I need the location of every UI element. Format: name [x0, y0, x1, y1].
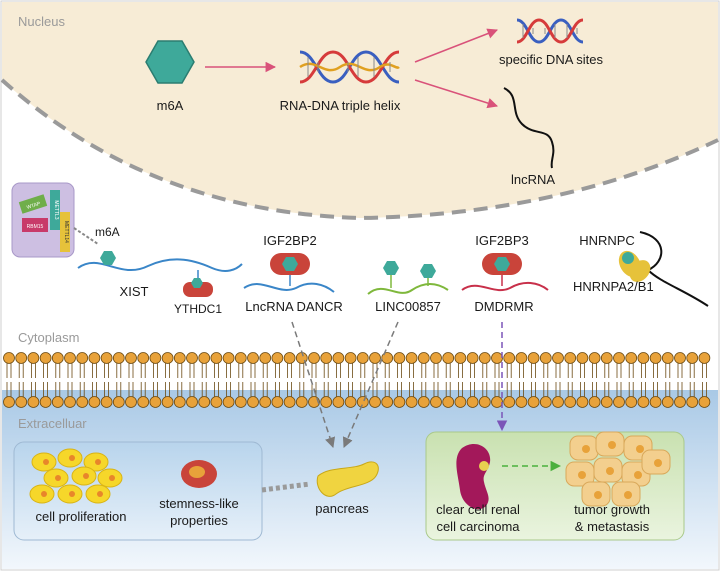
- stem-cell-icon: [181, 460, 217, 488]
- triple-helix-icon: [299, 50, 400, 84]
- tumor-cell-nucleus: [624, 491, 632, 499]
- lncrna-label: lncRNA: [511, 172, 555, 187]
- arrow-helix-to-dna-sites: [414, 28, 498, 63]
- ccrcc-label-line1: clear cell renal: [436, 502, 520, 517]
- ccrcc-box: [425, 431, 685, 541]
- m6a-hexagon-icon: [145, 40, 195, 84]
- linc00857-m6a-mark-2-icon: [420, 264, 436, 278]
- tumor-cell-nucleus: [654, 459, 662, 467]
- xist-m6a-label: m6A: [95, 225, 120, 239]
- triple-helix-label: RNA-DNA triple helix: [280, 98, 401, 113]
- pancreas-to-phenotype-link: [261, 481, 311, 493]
- svg-text:RBM15: RBM15: [27, 224, 44, 230]
- tumor-cell-nucleus: [606, 467, 614, 475]
- extracellular-label: Extracelluar: [18, 416, 87, 431]
- cell-nucleus: [83, 473, 89, 479]
- igf2bp3-label: IGF2BP3: [475, 233, 528, 248]
- dna-sites-icon: [516, 18, 584, 44]
- rbm15-subunit: [22, 218, 48, 232]
- mettl14-subunit: [60, 212, 70, 252]
- tumor-label-line1: tumor growth: [574, 502, 650, 517]
- dmdrmr-rna-strand: [461, 282, 549, 291]
- cell-nucleus: [55, 475, 61, 481]
- writer-complex: WTAP RBM15 METTL3 METTL14: [11, 182, 75, 258]
- wtap-subunit: [18, 194, 48, 214]
- linc00857-label: LINC00857: [375, 299, 441, 314]
- svg-text:METTL3: METTL3: [53, 200, 59, 219]
- cell-nucleus: [97, 491, 103, 497]
- dancr-rna-strand: [243, 282, 335, 293]
- hnrnp-protein-complex: [618, 250, 651, 282]
- arrow-linc00857-to-pancreas: [342, 321, 399, 448]
- ythdc1-label: YTHDC1: [174, 302, 222, 316]
- arrow-dancr-to-pancreas: [291, 321, 336, 448]
- cell-proliferation-label: cell proliferation: [35, 509, 126, 524]
- tumor-cell-nucleus: [594, 491, 602, 499]
- dancr-label: LncRNA DANCR: [245, 299, 343, 314]
- svg-text:METTL14: METTL14: [63, 221, 69, 243]
- mettl3-subunit: [50, 190, 60, 230]
- hnrnpa2b1-label: HNRNPA2/B1: [573, 279, 654, 294]
- stemness-label-line1: stemness-like: [159, 496, 238, 511]
- cell-nucleus: [95, 459, 101, 465]
- nucleus-m6a-label: m6A: [157, 98, 184, 113]
- arrow-helix-to-lncrna: [414, 79, 499, 109]
- stemness-label-line2: properties: [170, 513, 228, 528]
- pancreas-icon: [316, 461, 379, 497]
- ccrcc-label-line2: cell carcinoma: [436, 519, 520, 534]
- xist-label: XIST: [120, 284, 149, 299]
- cell-nucleus: [69, 491, 75, 497]
- tumor-cell-nucleus: [636, 445, 644, 453]
- svg-text:WTAP: WTAP: [26, 201, 42, 211]
- kidney-icon: [456, 443, 491, 510]
- proliferating-cells-icon: [29, 448, 123, 504]
- xist-m6a-mark-icon: [100, 251, 116, 265]
- tumor-cells-icon: [565, 431, 671, 507]
- pancreas-label: pancreas: [315, 501, 369, 516]
- linc00857-rna-strand: [367, 283, 449, 295]
- tumor-cell-nucleus: [578, 471, 586, 479]
- cytoplasm-label: Cytoplasm: [18, 330, 79, 345]
- cell-nucleus: [69, 455, 75, 461]
- tumor-cell-nucleus: [634, 471, 642, 479]
- lncrna-strand-icon: [503, 87, 555, 169]
- cell-nucleus: [41, 491, 47, 497]
- dmdrmr-label: DMDRMR: [474, 299, 533, 314]
- linc00857-m6a-mark-1-icon: [383, 261, 399, 275]
- igf2bp2-protein: [270, 253, 310, 275]
- ythdc1-protein: [183, 270, 213, 297]
- cell-nucleus: [109, 475, 115, 481]
- dna-sites-label: specific DNA sites: [499, 52, 604, 67]
- igf2bp3-protein: [482, 253, 522, 275]
- tumor-cell-nucleus: [582, 445, 590, 453]
- hnrnpc-label: HNRNPC: [579, 233, 635, 248]
- tumor-label-line2: & metastasis: [575, 519, 650, 534]
- tumor-cell-nucleus: [608, 441, 616, 449]
- cell-nucleus: [43, 459, 49, 465]
- nucleus-label: Nucleus: [18, 14, 65, 29]
- igf2bp2-label: IGF2BP2: [263, 233, 316, 248]
- nuclear-envelope: [0, 78, 719, 221]
- xist-rna-strand: [77, 258, 243, 272]
